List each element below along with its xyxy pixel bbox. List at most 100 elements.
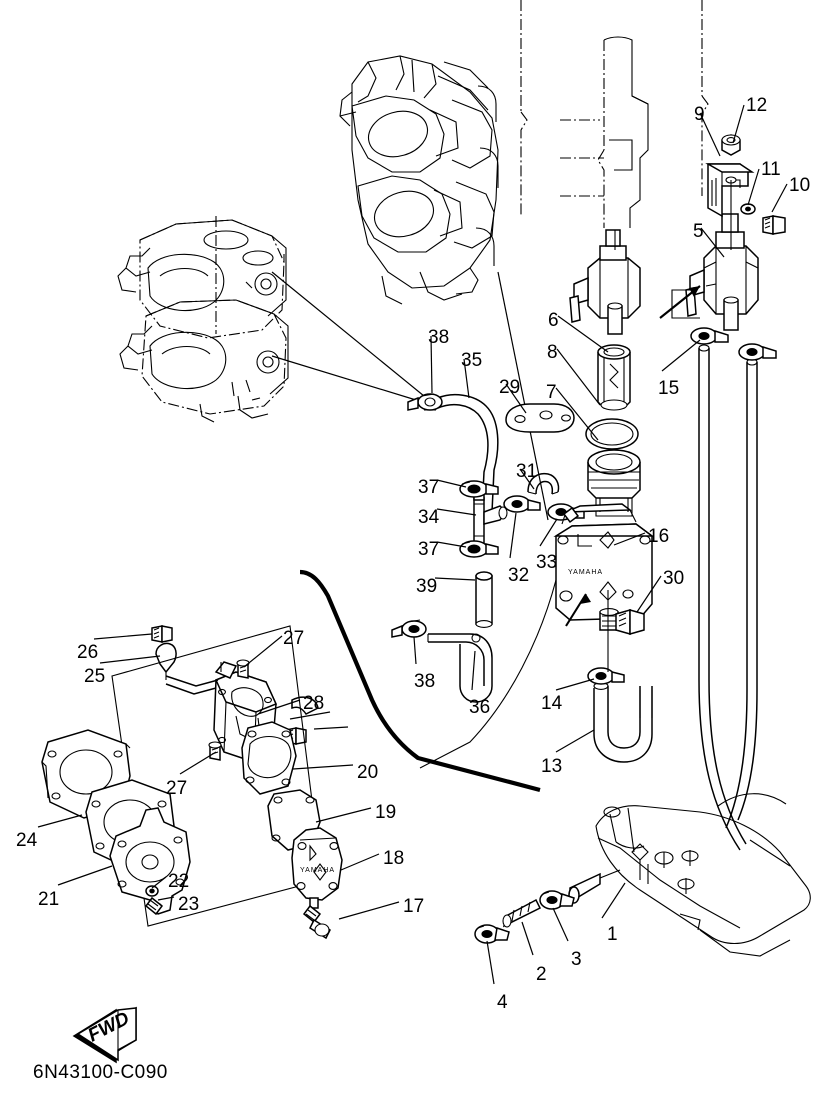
callout-number-31: 31 xyxy=(516,461,538,482)
bolt-17 xyxy=(302,904,331,940)
callout-number-5: 5 xyxy=(693,221,704,242)
leader-line-30 xyxy=(636,575,662,613)
leader-line-12 xyxy=(732,104,745,144)
leader-line-14 xyxy=(555,678,595,691)
callout-leaders xyxy=(37,104,788,985)
fuel-filter-center-top xyxy=(569,229,641,335)
callout-number-27: 27 xyxy=(283,628,305,649)
leader-line-2 xyxy=(521,921,534,956)
callout-number-32: 32 xyxy=(508,565,530,586)
callout-number-11: 11 xyxy=(761,159,781,180)
fitting-1 xyxy=(568,869,621,904)
filter-arrow-head xyxy=(689,286,700,297)
leader-line-20 xyxy=(292,764,354,770)
hose-clamp-32 xyxy=(503,495,541,513)
hose-clamp-4 xyxy=(474,924,510,944)
elbow-hose-31 xyxy=(527,472,560,495)
leader-line-4 xyxy=(486,940,495,985)
leader-line-22 xyxy=(151,876,167,889)
leader-line-31 xyxy=(519,468,535,490)
leader-line-26 xyxy=(93,633,153,640)
screw-23 xyxy=(144,896,164,916)
callout-number-28: 28 xyxy=(303,693,325,714)
callout-number-12: 12 xyxy=(746,95,768,116)
callout-number-10: 10 xyxy=(789,175,811,196)
fwd-direction-marker: FWD xyxy=(72,1006,137,1064)
leader-line-28 xyxy=(257,699,301,715)
callout-number-22: 22 xyxy=(168,871,190,892)
leader-line-35 xyxy=(463,358,470,399)
leader-line-27 xyxy=(179,751,217,775)
main-fuel-line xyxy=(299,569,541,793)
leader-line-8 xyxy=(556,348,601,406)
callout-number-21: 21 xyxy=(38,889,60,910)
leader-manifold-to-pump xyxy=(497,271,549,521)
leader-line-34 xyxy=(436,508,477,516)
pump-cover-20 xyxy=(241,721,297,795)
leader-line-29 xyxy=(505,383,527,414)
leader-carb-to-fitting xyxy=(271,271,425,397)
leader-line-38 xyxy=(430,335,433,394)
leader-26-lower-2 xyxy=(313,726,349,730)
callout-number-17: 17 xyxy=(403,896,425,917)
callout-number-30: 30 xyxy=(663,568,685,589)
leader-line-24 xyxy=(37,814,83,828)
callout-number-27: 27 xyxy=(166,778,188,799)
callout-number-20: 20 xyxy=(357,762,379,783)
callout-number-16: 16 xyxy=(648,526,670,547)
bolt-27-upper xyxy=(236,659,250,679)
fuel-pump-assembly: YAMAHA xyxy=(553,503,655,631)
leader-26-lower xyxy=(289,711,331,720)
leader-line-6 xyxy=(557,315,609,353)
callout-number-26: 26 xyxy=(77,642,99,663)
pump-brand-label: YAMAHA xyxy=(568,569,603,576)
leader-line-17 xyxy=(338,901,400,920)
primer-bulb-25 xyxy=(155,642,219,695)
leader-line-21 xyxy=(57,865,113,886)
gasket-29 xyxy=(505,403,575,433)
callout-number-38: 38 xyxy=(414,671,436,692)
pump-arrow-shaft xyxy=(565,593,587,627)
washer-22 xyxy=(145,885,159,897)
hose-clamp-3-lower xyxy=(539,890,575,910)
leader-line-33 xyxy=(539,518,558,547)
hose-clamp-37-upper xyxy=(459,480,499,498)
callout-number-15: 15 xyxy=(658,378,680,399)
diagram-part-number: 6N43100-C090 xyxy=(33,1062,168,1083)
hose-clamp-38-upper xyxy=(407,393,443,411)
pump-18-brand-label: YAMAHA xyxy=(300,867,335,874)
hose-clamp-3-upper xyxy=(738,343,777,361)
fuel-hose-13 xyxy=(593,682,653,763)
callout-number-3: 3 xyxy=(571,949,582,970)
pump-housing-21 xyxy=(109,807,191,915)
leader-line-18 xyxy=(340,853,380,871)
callout-number-1: 1 xyxy=(607,924,618,945)
pump-arrow-head xyxy=(580,594,591,604)
callout-number-37: 37 xyxy=(418,539,440,560)
callout-number-7: 7 xyxy=(546,382,557,403)
leader-line-38 xyxy=(413,636,417,665)
hose-clamp-15 xyxy=(690,327,729,345)
callout-number-24: 24 xyxy=(16,830,38,851)
pump-body-18: YAMAHA xyxy=(291,827,343,909)
leader-line-36 xyxy=(471,650,476,691)
tube-39 xyxy=(475,571,493,628)
callout-number-39: 39 xyxy=(416,576,438,597)
callout-number-19: 19 xyxy=(375,802,397,823)
callout-number-14: 14 xyxy=(541,693,563,714)
leader-line-39 xyxy=(434,577,476,581)
callout-number-2: 2 xyxy=(536,964,547,985)
o-ring xyxy=(585,418,639,450)
leader-line-32 xyxy=(509,512,517,559)
leader-line-19 xyxy=(315,807,372,823)
callout-number-8: 8 xyxy=(547,342,558,363)
callout-number-38: 38 xyxy=(428,327,450,348)
callout-number-13: 13 xyxy=(541,756,563,777)
filter-mount-line xyxy=(671,289,700,319)
leader-line-3 xyxy=(552,907,569,942)
callout-number-36: 36 xyxy=(469,697,491,718)
leader-line-37 xyxy=(436,479,467,488)
filter-cup xyxy=(587,449,641,517)
